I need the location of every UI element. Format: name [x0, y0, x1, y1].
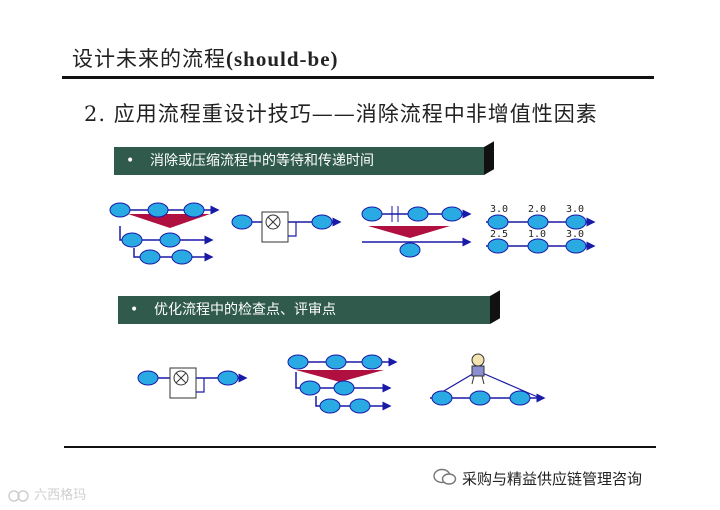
diagram-parallel-merge [109, 202, 220, 265]
time-label: 2.0 [528, 204, 546, 215]
top-divider [62, 76, 654, 79]
band-label: 消除或压缩流程中的等待和传递时间 [150, 153, 374, 169]
title-cn: 设计未来的流程 [72, 47, 226, 71]
diagram-review-branches [287, 354, 398, 414]
band-bullet: • [126, 153, 135, 169]
page-title: 设计未来的流程(should-be) [72, 43, 339, 73]
subtitle: 2. 应用流程重设计技巧——消除流程中非增值性因素 [84, 102, 598, 126]
band-label: 优化流程中的检查点、评审点 [154, 302, 336, 318]
time-label: 3.0 [566, 204, 584, 215]
watermark-text: 六西格玛 [34, 488, 87, 503]
diagram-inspection-box [137, 367, 248, 399]
section-band-checkpoints: • 优化流程中的检查点、评审点 [118, 296, 490, 324]
time-label: 2.5 [490, 229, 508, 240]
diagram-compressed-flow [361, 206, 472, 258]
section-band-wait-time: • 消除或压缩流程中的等待和传递时间 [114, 147, 484, 175]
diagram-checkpoint-box [231, 211, 342, 243]
watermark-logo-icon [8, 489, 29, 502]
bottom-divider [64, 446, 656, 448]
time-label: 3.0 [490, 204, 508, 215]
title-en: (should-be) [226, 47, 339, 71]
watermark: 六西格玛 [8, 484, 86, 504]
time-label: 3.0 [566, 229, 584, 240]
time-label: 1.0 [528, 229, 546, 240]
wechat-icon [433, 468, 457, 485]
reviewer-person-icon [471, 353, 485, 385]
footer-brand: 采购与精益供应链管理咨询 [462, 470, 643, 488]
diagram-cycle-times: 3.0 2.0 3.0 2.5 1.0 3.0 [486, 204, 596, 254]
diagram-reviewer-triangle [430, 353, 546, 406]
band-bullet: • [130, 302, 139, 318]
wait-wedge [128, 214, 210, 228]
